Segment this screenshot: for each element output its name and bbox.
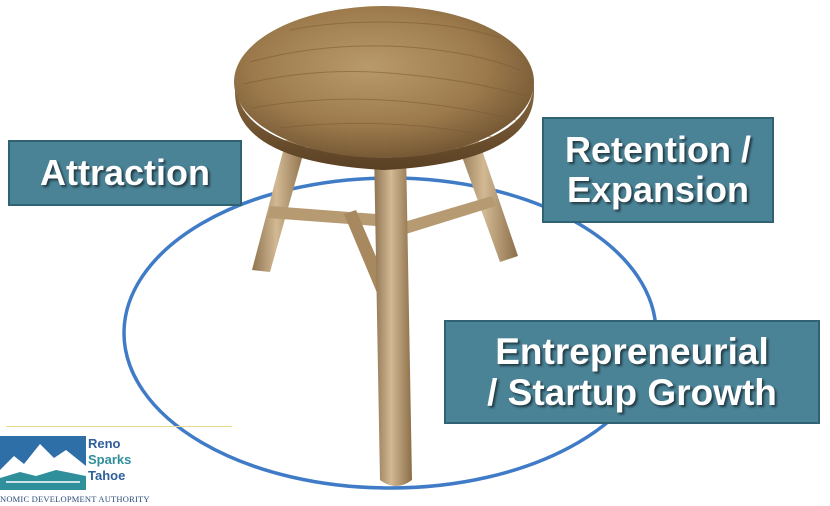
stool-seat-top <box>234 6 534 158</box>
logo-word-sparks: Sparks <box>88 452 132 467</box>
stool-wood-grain <box>243 21 527 139</box>
edawn-logo: Reno Sparks Tahoe NOMIC DEVELOPMENT AUTH… <box>0 426 232 506</box>
logo-tagline: NOMIC DEVELOPMENT AUTHORITY <box>0 494 150 504</box>
logo-wordmark: Reno Sparks Tahoe <box>88 436 131 484</box>
stool-stretcher-right <box>404 196 496 234</box>
mountain-skyline-icon <box>0 436 86 490</box>
logo-word-tahoe: Tahoe <box>88 468 126 483</box>
stool-front-leg <box>374 150 412 486</box>
entrepreneurial-startup-label: Entrepreneurial / Startup Growth <box>444 320 820 424</box>
stool-back-left-leg <box>252 140 306 272</box>
entrepreneurial-text-line2: / Startup Growth <box>487 372 777 413</box>
retention-text-line1: Retention / <box>565 128 751 170</box>
retention-expansion-label: Retention / Expansion <box>542 117 774 223</box>
entrepreneurial-text-line1: Entrepreneurial <box>495 330 769 372</box>
attraction-label: Attraction <box>8 140 242 206</box>
attraction-text: Attraction <box>40 151 210 193</box>
logo-word-reno: Reno <box>88 436 121 451</box>
retention-text-line2: Expansion <box>566 169 750 210</box>
logo-divider <box>6 426 232 427</box>
